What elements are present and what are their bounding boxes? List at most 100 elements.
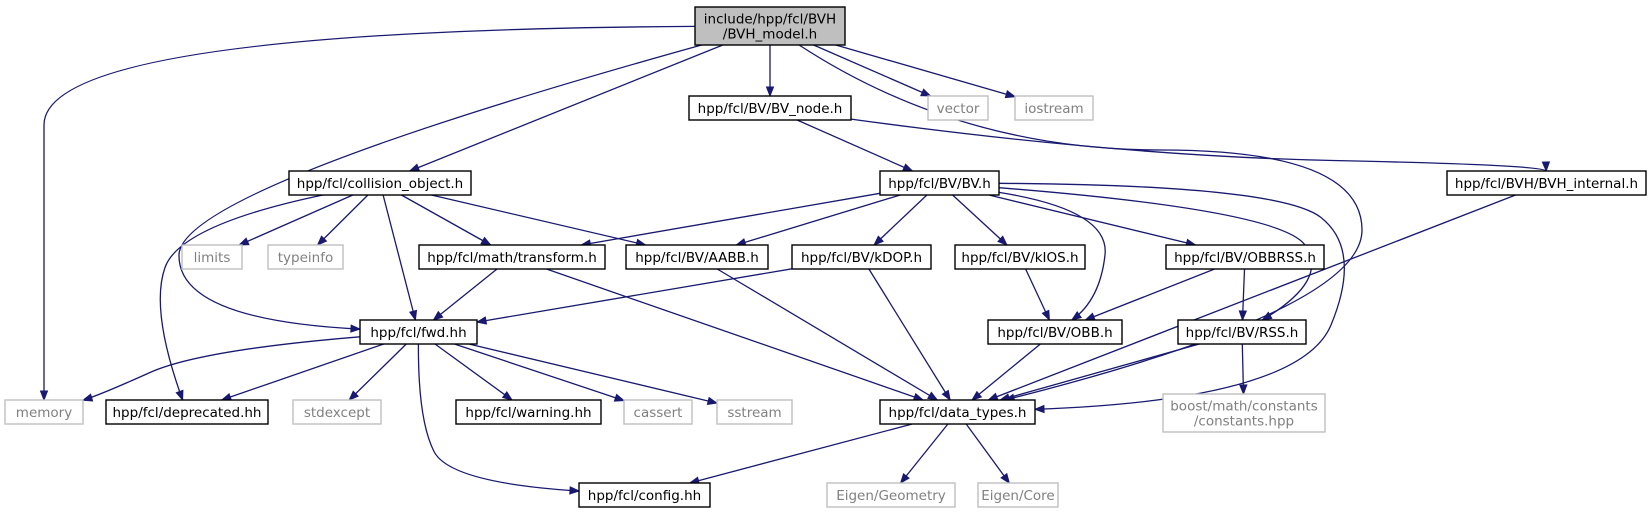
edge-line bbox=[798, 44, 1363, 401]
edge-arrowhead bbox=[987, 392, 999, 401]
edge-collision_object-to-transform bbox=[401, 194, 492, 246]
edge-collision_object-to-fwd bbox=[382, 194, 418, 322]
node-label: hpp/fcl/collision_object.h bbox=[297, 176, 463, 192]
edge-line bbox=[431, 194, 646, 246]
edge-arrowhead bbox=[1541, 161, 1551, 173]
node-kios[interactable]: hpp/fcl/BV/kIOS.h bbox=[954, 244, 1086, 270]
node-rss[interactable]: hpp/fcl/BV/RSS.h bbox=[1177, 319, 1307, 345]
node-box bbox=[292, 399, 382, 425]
node-eigen_geometry: Eigen/Geometry bbox=[826, 482, 956, 508]
node-box bbox=[987, 319, 1123, 345]
edge-arrowhead bbox=[1239, 384, 1248, 396]
edge-bv_h-to-data_types bbox=[998, 182, 1345, 414]
node-config[interactable]: hpp/fcl/config.hh bbox=[578, 482, 711, 508]
edge-bv_h-to-aabb bbox=[734, 194, 901, 247]
node-bvh_internal[interactable]: hpp/fcl/BVH/BVH_internal.h bbox=[1446, 170, 1647, 196]
edge-fwd-to-cassert bbox=[454, 343, 626, 402]
edge-kdop-to-data_types bbox=[868, 268, 951, 402]
node-box bbox=[418, 244, 606, 270]
node-iostream: iostream bbox=[1014, 95, 1094, 121]
node-label: cassert bbox=[634, 405, 683, 421]
edge-arrowhead bbox=[408, 163, 421, 172]
edge-arrowhead bbox=[765, 86, 775, 98]
node-transform[interactable]: hpp/fcl/math/transform.h bbox=[418, 244, 606, 270]
edge-line bbox=[689, 423, 913, 484]
edge-arrowhead bbox=[920, 88, 932, 97]
edge-line bbox=[813, 44, 931, 97]
edge-arrowhead bbox=[348, 390, 359, 401]
node-box bbox=[879, 399, 1036, 425]
edge-collision_object-to-typeinfo bbox=[316, 194, 369, 246]
edge-aabb-to-data_types bbox=[716, 268, 939, 401]
node-bv_h[interactable]: hpp/fcl/BV/BV.h bbox=[879, 170, 1000, 196]
node-fwd[interactable]: hpp/fcl/fwd.hh bbox=[359, 319, 478, 345]
node-deprecated[interactable]: hpp/fcl/deprecated.hh bbox=[105, 399, 269, 425]
edge-line bbox=[348, 343, 407, 401]
edge-fwd-to-memory bbox=[81, 336, 361, 402]
edge-line bbox=[159, 194, 324, 401]
node-root[interactable]: include/hpp/fcl/BVH/BVH_model.h bbox=[694, 6, 846, 46]
node-box bbox=[455, 399, 602, 425]
node-label: hpp/fcl/data_types.h bbox=[889, 405, 1027, 421]
edge-transform-to-data_types bbox=[546, 268, 925, 401]
node-label: Eigen/Core bbox=[981, 488, 1055, 504]
edge-arrowhead bbox=[1084, 312, 1096, 321]
node-label: hpp/fcl/BV/kIOS.h bbox=[961, 250, 1078, 266]
node-aabb[interactable]: hpp/fcl/BV/AABB.h bbox=[625, 244, 769, 270]
node-eigen_core: Eigen/Core bbox=[977, 482, 1059, 508]
node-memory: memory bbox=[4, 399, 84, 425]
edge-line bbox=[546, 268, 924, 401]
edge-fwd-to-warning bbox=[434, 343, 514, 401]
edge-line bbox=[434, 343, 513, 401]
node-obb[interactable]: hpp/fcl/BV/OBB.h bbox=[987, 319, 1123, 345]
edge-line bbox=[238, 194, 354, 246]
node-box bbox=[927, 95, 989, 121]
node-label: Eigen/Geometry bbox=[836, 488, 946, 504]
edge-arrowhead bbox=[475, 316, 488, 325]
node-label: hpp/fcl/BV/RSS.h bbox=[1186, 325, 1299, 341]
node-label: hpp/fcl/deprecated.hh bbox=[113, 405, 262, 421]
node-label: hpp/fcl/fwd.hh bbox=[370, 325, 466, 341]
edge-line bbox=[971, 343, 1041, 401]
edge-transform-to-fwd bbox=[432, 268, 498, 321]
edge-arrowhead bbox=[1004, 90, 1017, 99]
node-box bbox=[267, 244, 344, 270]
node-label: vector bbox=[937, 101, 980, 117]
node-box bbox=[716, 399, 793, 425]
edge-rss-to-boost_constants bbox=[1239, 343, 1248, 396]
edge-root-to-memory bbox=[39, 25, 696, 402]
node-collision_object[interactable]: hpp/fcl/collision_object.h bbox=[288, 170, 472, 196]
node-boost_constants: boost/math/constants/constants.hpp bbox=[1162, 393, 1326, 433]
edge-kios-to-obb bbox=[1025, 268, 1050, 322]
node-label: typeinfo bbox=[278, 250, 333, 266]
node-bv_node[interactable]: hpp/fcl/BV/BV_node.h bbox=[688, 95, 852, 121]
node-obbrss[interactable]: hpp/fcl/BV/OBBRSS.h bbox=[1165, 244, 1325, 270]
edge-line bbox=[716, 268, 938, 401]
node-label: hpp/fcl/BV/BV.h bbox=[888, 176, 991, 192]
edge-arrowhead bbox=[237, 237, 250, 246]
node-kdop[interactable]: hpp/fcl/BV/kDOP.h bbox=[791, 244, 932, 270]
edge-arrowhead bbox=[706, 396, 719, 405]
edge-line bbox=[868, 268, 951, 401]
edge-bv_h-to-kios bbox=[952, 194, 1008, 246]
node-box bbox=[1446, 170, 1647, 196]
node-box bbox=[578, 482, 711, 508]
node-label: hpp/fcl/BV/kDOP.h bbox=[801, 250, 922, 266]
edge-line bbox=[736, 194, 901, 246]
edge-line bbox=[988, 194, 1516, 401]
node-box bbox=[181, 244, 243, 270]
node-data_types[interactable]: hpp/fcl/data_types.h bbox=[879, 399, 1036, 425]
node-typeinfo: typeinfo bbox=[267, 244, 344, 270]
edge-collision_object-to-limits bbox=[237, 194, 354, 246]
node-warning[interactable]: hpp/fcl/warning.hh bbox=[455, 399, 602, 425]
edge-arrowhead bbox=[1070, 311, 1083, 321]
node-limits: limits bbox=[181, 244, 243, 270]
edge-line bbox=[952, 194, 1008, 246]
edge-root-to-bv_node bbox=[765, 45, 775, 98]
node-label: stdexcept bbox=[304, 405, 370, 421]
edge-arrowhead bbox=[480, 236, 492, 246]
edge-arrowhead bbox=[613, 393, 626, 402]
node-box bbox=[1162, 393, 1326, 433]
edge-arrowhead bbox=[971, 390, 983, 401]
dependency-edges bbox=[39, 25, 1551, 495]
